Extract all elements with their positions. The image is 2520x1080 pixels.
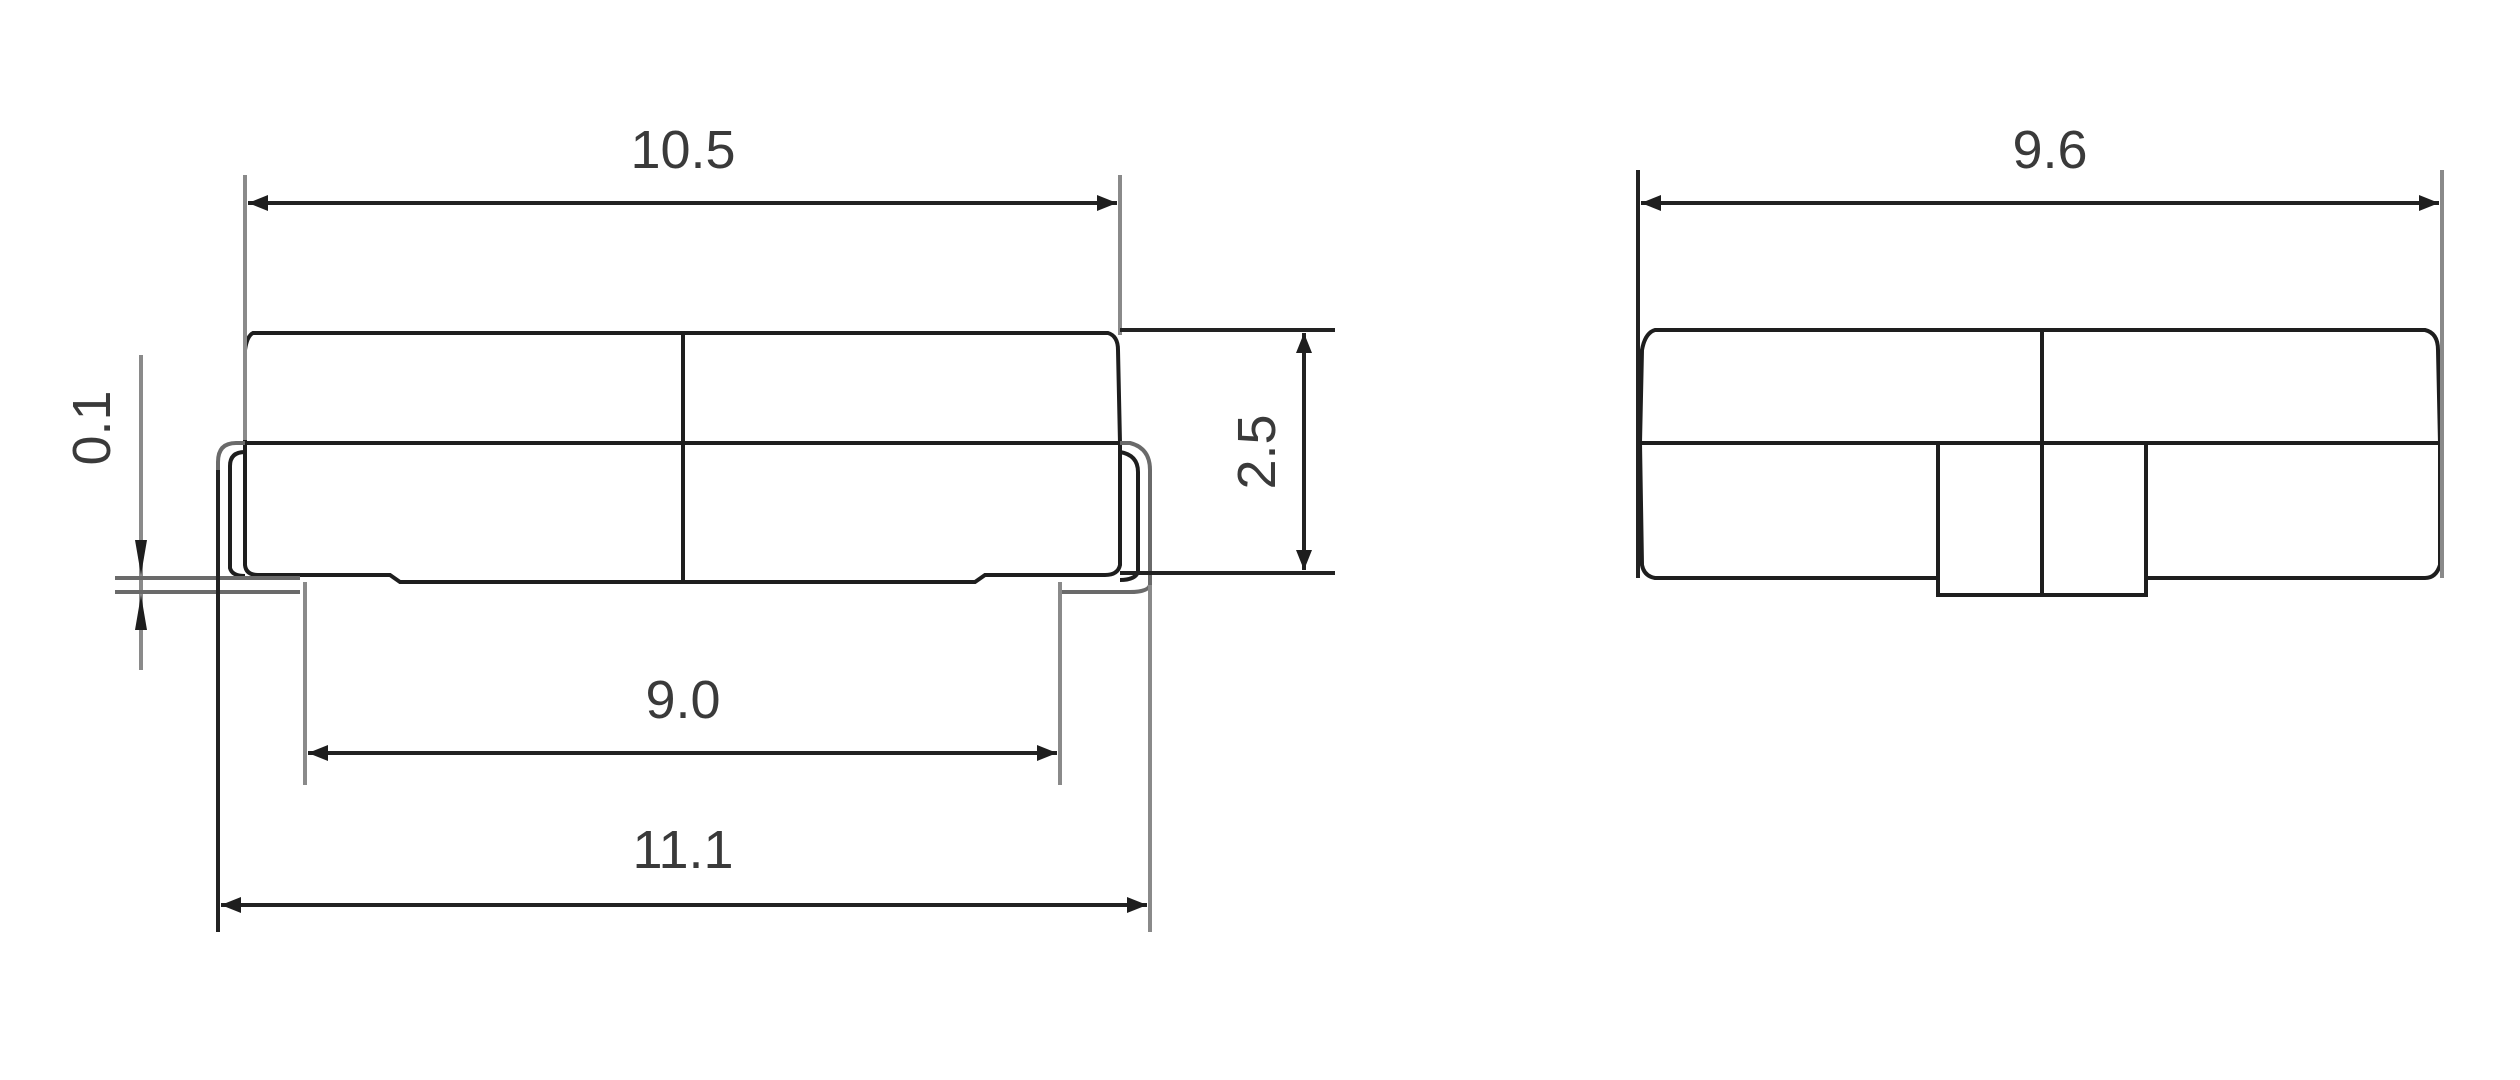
dim-label-body-height: 2.5: [1227, 414, 1287, 489]
arrow-0-1-bottom: [135, 595, 147, 630]
right-lead: [1060, 441, 1152, 594]
right-lead-inner: [1119, 450, 1140, 582]
dim-label-lead-inner-span: 9.0: [645, 670, 720, 730]
side-view: 10.5 2.5 0.1 9.0 11.1: [62, 120, 1335, 932]
left-lead-inner: [228, 450, 246, 578]
dim-label-body-width: 9.6: [2012, 120, 2087, 180]
end-body-bottom-section: [1638, 441, 2442, 580]
arrow-0-1-top: [135, 540, 147, 575]
dim-label-lead-outer-span: 11.1: [632, 820, 733, 880]
dim-label-lead-standoff: 0.1: [62, 390, 122, 465]
body-bottom-section: [243, 441, 1122, 584]
left-lead: [216, 441, 300, 580]
dim-label-body-length: 10.5: [630, 120, 735, 180]
end-view: 9.6: [1636, 120, 2444, 597]
